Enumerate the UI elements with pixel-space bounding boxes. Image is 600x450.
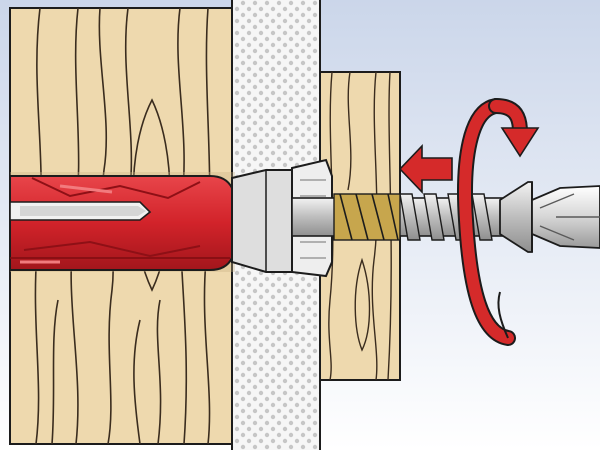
plug-collar xyxy=(231,158,333,278)
screwdriver-tip xyxy=(531,185,600,249)
rotation-arrow xyxy=(457,98,540,346)
wall-plug xyxy=(9,175,249,271)
insertion-arrow xyxy=(398,144,453,194)
wood-screw xyxy=(291,181,533,253)
